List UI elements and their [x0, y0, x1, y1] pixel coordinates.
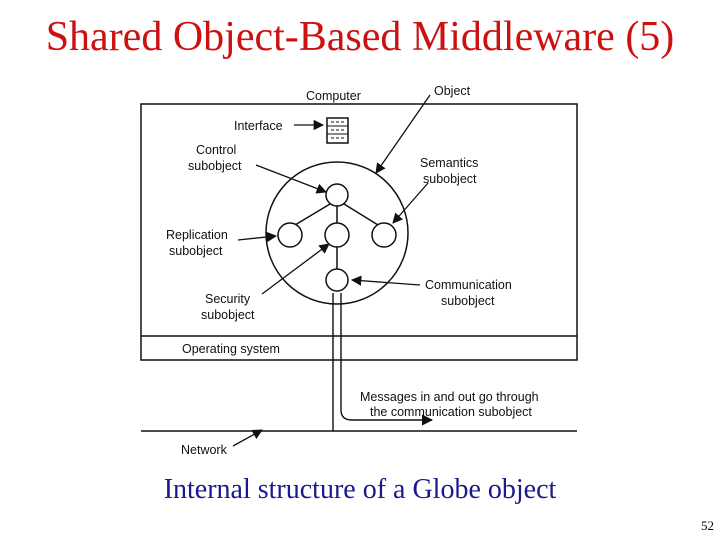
semantics-subobject: [324, 222, 350, 248]
operating-system-label: Operating system: [182, 342, 280, 356]
control-label: Control: [196, 143, 236, 157]
semantics-label-2: subobject: [423, 172, 477, 186]
messages-label: Messages in and out go through: [360, 390, 539, 404]
replication-subobject: [277, 222, 303, 248]
control-subobject: [325, 183, 349, 207]
security-subobject: [371, 222, 397, 248]
interface-box: [326, 117, 349, 144]
semantics-arrow: [392, 182, 429, 224]
subobject-tree-edges: [294, 203, 379, 269]
replication-label-2: subobject: [169, 244, 223, 258]
network-label: Network: [181, 443, 228, 457]
communication-label-2: subobject: [441, 294, 495, 308]
messages-label-2: the communication subobject: [370, 405, 532, 419]
network-arrow: [232, 429, 263, 447]
diagram-caption: Internal structure of a Globe object: [163, 474, 557, 505]
slide-title: Shared Object-Based Middleware (5): [45, 14, 675, 60]
object-label: Object: [434, 84, 471, 98]
object-circle: [265, 161, 409, 305]
communication-subobject: [325, 268, 349, 292]
replication-arrow: [237, 231, 278, 243]
control-arrow: [255, 164, 327, 194]
communication-label: Communication: [425, 278, 512, 292]
object-arrow: [375, 94, 431, 174]
page-number: 52: [701, 518, 714, 533]
pointer-arrows: [232, 94, 431, 447]
security-label: Security: [205, 292, 251, 306]
interface-label: Interface: [234, 119, 283, 133]
computer-box: [140, 103, 578, 361]
globe-object-diagram: Computer Object Interface Control subobj…: [140, 84, 578, 457]
security-arrow: [261, 243, 330, 295]
semantics-label: Semantics: [420, 156, 478, 170]
computer-label: Computer: [306, 89, 361, 103]
communication-arrow: [350, 275, 421, 286]
security-label-2: subobject: [201, 308, 255, 322]
control-label-2: subobject: [188, 159, 242, 173]
message-path: [332, 293, 434, 431]
replication-label: Replication: [166, 228, 228, 242]
